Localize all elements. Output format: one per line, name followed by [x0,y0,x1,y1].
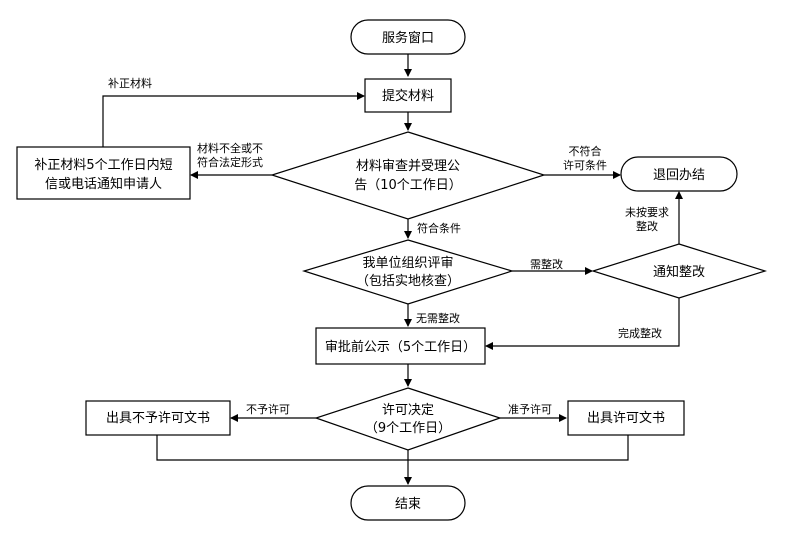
node-review-publish: 材料审查并受理公 告（10个工作日） [270,131,546,220]
node-org-review-label-1: 我单位组织评审 [362,256,453,271]
label-not-per-req-2: 整改 [636,219,658,233]
label-needs-rectify: 需整改 [530,257,563,271]
node-supplement-label-1: 补正材料5个工作日内短 [34,157,172,173]
node-license-decision-label-1: 许可决定 [382,403,434,418]
node-service-window-label: 服务窗口 [382,30,434,46]
label-not-meet-2: 许可条件 [563,158,607,172]
node-pre-approval-notice: 审批前公示（5个工作日） [315,327,486,365]
node-license-decision-label-2: （9个工作日） [365,421,451,436]
node-end: 结束 [350,485,466,521]
node-submit-materials-label: 提交材料 [382,88,434,104]
node-review-publish-label-1: 材料审查并受理公 [356,159,460,174]
label-not-permitted: 不予许可 [246,403,290,416]
label-incomplete-1: 材料不全或不 [197,141,263,155]
label-incomplete-2: 符合法定形式 [197,155,263,169]
edge-notify-to-preapproval [485,298,680,350]
node-issue-license-label: 出具许可文书 [587,411,665,426]
node-supplement-label-2: 信或电话通知申请人 [45,176,162,192]
node-org-review-label-2: （包括实地核查） [356,274,460,289]
connectors [102,54,683,485]
node-service-window: 服务窗口 [350,19,466,55]
edge-supplement-to-submit [102,92,365,147]
node-notify-rectify-label: 通知整改 [653,264,705,280]
node-license-decision: 许可决定 （9个工作日） [314,387,502,451]
node-issue-denial: 出具不予许可文书 [85,400,231,436]
node-return-end-label: 退回办结 [653,168,705,183]
label-not-per-req-1: 未按要求 [625,205,669,219]
label-no-rectify: 无需整改 [416,311,460,325]
node-return-end: 退回办结 [620,156,738,192]
node-notify-rectify: 通知整改 [590,243,768,299]
node-end-label: 结束 [395,497,421,512]
label-rectify-done: 完成整改 [618,326,662,340]
edge-merge-bottom [156,435,629,461]
label-permitted: 准予许可 [508,403,552,416]
node-supplement: 补正材料5个工作日内短 信或电话通知申请人 [16,146,191,200]
node-pre-approval-notice-label: 审批前公示（5个工作日） [325,339,476,355]
edge-labels: 补正材料 材料不全或不 符合法定形式 不符合 许可条件 符合条件 需整改 未按要… [108,76,669,416]
label-supplement-materials: 补正材料 [108,76,152,90]
node-issue-denial-label: 出具不予许可文书 [106,411,210,426]
label-meets-conditions: 符合条件 [417,221,461,235]
node-review-publish-label-2: 告（10个工作日） [354,178,462,193]
label-not-meet-1: 不符合 [569,144,602,158]
node-org-review: 我单位组织评审 （包括实地核查） [301,239,515,305]
node-issue-license: 出具许可文书 [567,400,685,436]
node-submit-materials: 提交材料 [364,78,452,113]
